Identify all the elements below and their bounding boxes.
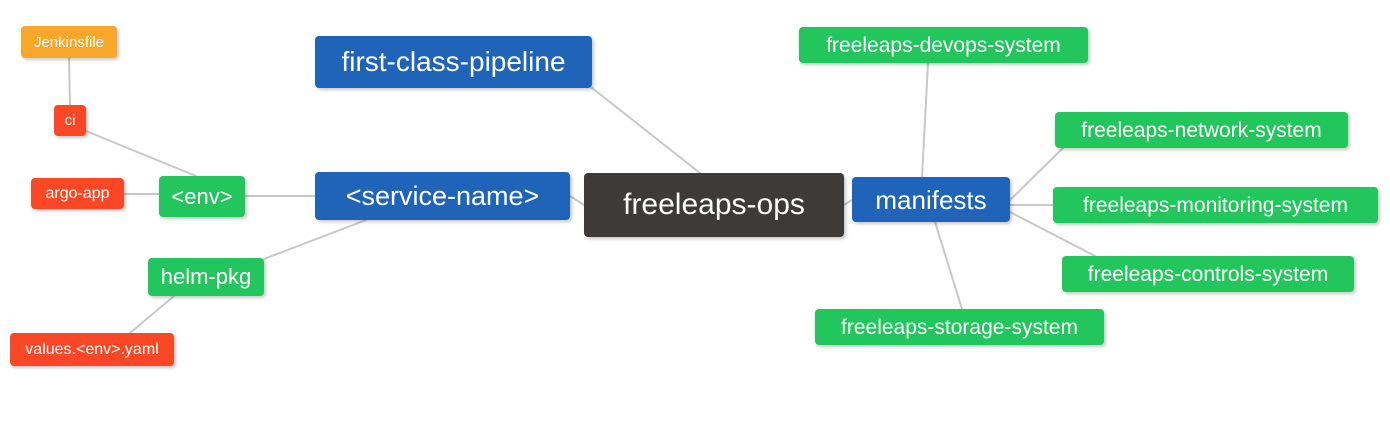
edge-ci-jenkins xyxy=(68,57,71,106)
node-devops[interactable]: freeleaps-devops-system xyxy=(799,27,1088,63)
node-jenkins[interactable]: Jenkinsfile xyxy=(21,26,117,58)
node-label: freeleaps-devops-system xyxy=(826,33,1061,57)
edge-manifests-storage xyxy=(934,221,963,310)
node-label: <env> xyxy=(171,183,233,209)
node-label: freeleaps-monitoring-system xyxy=(1083,193,1348,217)
node-manifests[interactable]: manifests xyxy=(852,177,1010,222)
node-label: first-class-pipeline xyxy=(341,46,566,77)
node-ci[interactable]: ci xyxy=(54,105,86,136)
node-network[interactable]: freeleaps-network-system xyxy=(1055,112,1348,148)
node-label: freeleaps-controls-system xyxy=(1087,262,1329,286)
edge-root-manifests xyxy=(843,199,853,206)
node-service[interactable]: <service-name> xyxy=(315,172,570,220)
node-values[interactable]: values.<env>.yaml xyxy=(10,333,174,366)
node-label: <service-name> xyxy=(345,180,540,211)
node-root[interactable]: freeleaps-ops xyxy=(584,173,844,237)
node-monitoring[interactable]: freeleaps-monitoring-system xyxy=(1053,187,1378,223)
edge-helm-values xyxy=(129,295,175,334)
node-storage[interactable]: freeleaps-storage-system xyxy=(815,309,1104,345)
edge-root-service xyxy=(569,195,585,206)
node-label: argo-app xyxy=(45,184,110,202)
node-env[interactable]: <env> xyxy=(159,176,245,217)
node-label: manifests xyxy=(875,184,987,215)
edge-service-helm xyxy=(263,219,367,260)
node-label: freeleaps-storage-system xyxy=(841,315,1078,339)
node-label: values.<env>.yaml xyxy=(25,340,159,358)
edge-manifests-devops xyxy=(921,62,929,178)
node-label: helm-pkg xyxy=(160,264,252,289)
node-argo[interactable]: argo-app xyxy=(31,178,124,209)
node-helm[interactable]: helm-pkg xyxy=(148,258,264,296)
node-label: freeleaps-network-system xyxy=(1081,118,1322,142)
edge-root-pipeline xyxy=(591,87,701,174)
node-label: ci xyxy=(64,112,76,129)
node-label: freeleaps-ops xyxy=(623,188,805,221)
node-pipeline[interactable]: first-class-pipeline xyxy=(315,36,592,88)
node-label: Jenkinsfile xyxy=(33,33,105,51)
node-controls[interactable]: freeleaps-controls-system xyxy=(1062,256,1354,292)
edge-env-ci xyxy=(85,130,197,177)
